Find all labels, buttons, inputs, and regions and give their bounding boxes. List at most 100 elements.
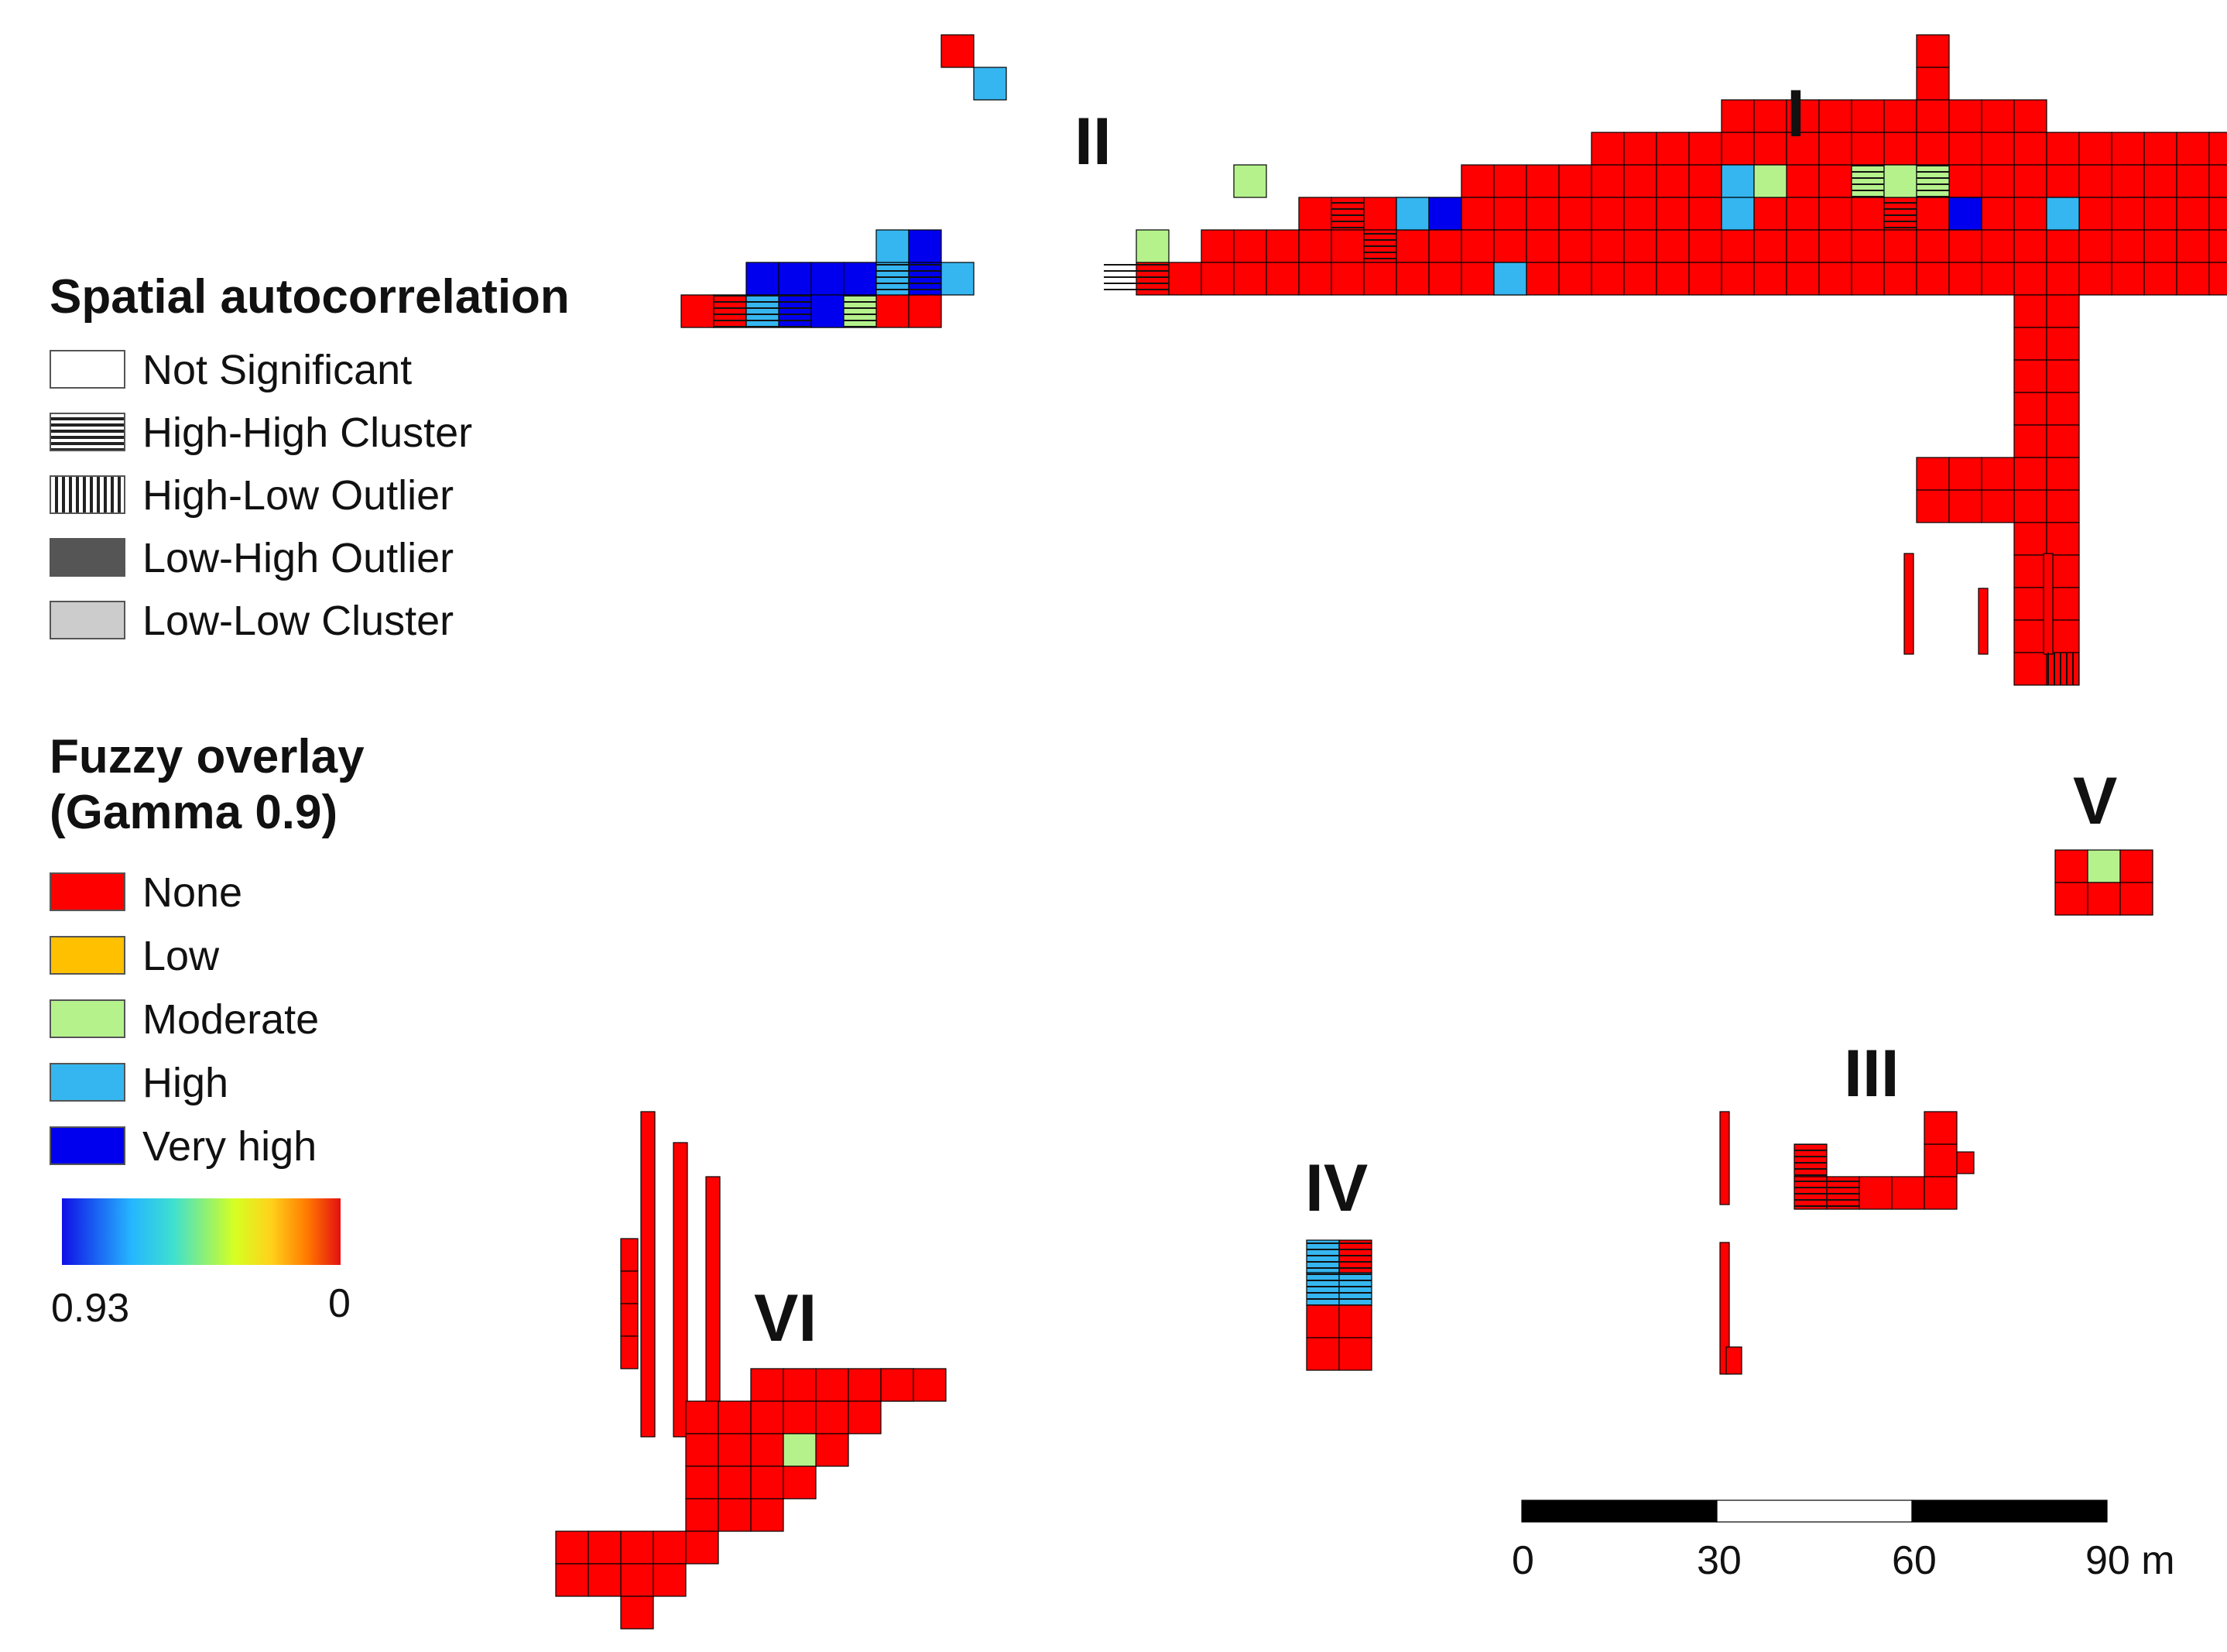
grid-cell [620, 1335, 639, 1369]
grid-cell [1363, 197, 1397, 231]
grid-cell [2078, 197, 2112, 231]
grid-cell [2176, 132, 2210, 166]
grid-cell [1981, 489, 2015, 523]
ramp-max-label: 0 [328, 1281, 351, 1326]
grid-cell [718, 1400, 752, 1434]
grid-cell [1688, 229, 1722, 263]
grid-cell [1753, 229, 1787, 263]
grid-cell [2176, 229, 2210, 263]
high-high-hatch [844, 295, 876, 327]
grid-cell [2087, 882, 2121, 916]
grid-cell [2046, 522, 2080, 556]
grid-cell [1201, 262, 1235, 296]
grid-cell [1786, 164, 1820, 198]
grid-cell [2013, 619, 2047, 653]
scale-label-90: 90 m [2085, 1538, 2175, 1583]
grid-cell [1981, 197, 2015, 231]
grid-cell [1883, 229, 1917, 263]
low-low-swatch [50, 601, 125, 639]
grid-cell [685, 1498, 719, 1532]
grid-cell [1298, 197, 1332, 231]
color-ramp [62, 1198, 341, 1265]
grid-cell [2111, 164, 2145, 198]
grid-cell [1924, 1111, 1958, 1145]
grid-cell [1591, 164, 1625, 198]
grid-cell [1851, 262, 1885, 296]
grid-cell [1948, 99, 1982, 133]
grid-cell [555, 1563, 589, 1597]
high-high-hatch [876, 262, 909, 295]
grid-cell [2143, 262, 2177, 296]
high-high-hatch [1307, 1240, 1372, 1305]
grid-cell [750, 1465, 784, 1499]
grid-cell [1331, 262, 1365, 296]
grid-cell [1623, 262, 1657, 296]
grid-cell [2013, 132, 2047, 166]
grid-cell [588, 1563, 622, 1597]
grid-cell [783, 1465, 817, 1499]
grid-cell-colored [2046, 197, 2080, 231]
grid-cell-colored [940, 34, 975, 68]
grid-cells [555, 34, 2227, 1630]
grid-cell [815, 1368, 849, 1402]
grid-cell [1916, 262, 1950, 296]
zone-label-VI: VI [754, 1281, 817, 1356]
grid-cell [1786, 197, 1820, 231]
grid-cell [1721, 132, 1755, 166]
grid-cell [1591, 197, 1625, 231]
grid-cell-colored [1721, 197, 1755, 231]
grid-cell [653, 1563, 687, 1597]
grid-cell [1656, 229, 1690, 263]
grid-cell [1786, 132, 1820, 166]
grid-cell [2111, 197, 2145, 231]
legend-label: High [142, 1060, 229, 1106]
grid-cell [1233, 262, 1267, 296]
grid-cell [2013, 262, 2047, 296]
grid-cell [2046, 262, 2080, 296]
grid-cell [1981, 99, 2015, 133]
grid-cell [1526, 262, 1560, 296]
grid-cell [1924, 1176, 1958, 1210]
grid-cell [2046, 327, 2080, 361]
grid-cell [1688, 164, 1722, 198]
grid-cell [2013, 229, 2047, 263]
grid-cell [1978, 588, 1989, 655]
grid-cell [2013, 164, 2047, 198]
grid-cell [1493, 197, 1527, 231]
not-significant-swatch [50, 350, 125, 389]
legend-fuzzy-title: Fuzzy overlay (Gamma 0.9) [50, 730, 365, 839]
grid-cell [2111, 132, 2145, 166]
grid-cell [1981, 229, 2015, 263]
grid-cell [1688, 262, 1722, 296]
grid-cell [620, 1270, 639, 1304]
grid-cell [2013, 522, 2047, 556]
grid-cell [685, 1433, 719, 1467]
grid-cell [685, 1530, 719, 1565]
grid-cell [1818, 99, 1852, 133]
legend-label: High-Low Outlier [142, 472, 454, 519]
grid-cell [2054, 882, 2088, 916]
grid-cell [2046, 457, 2080, 491]
grid-cell [1956, 1151, 1975, 1174]
grid-cell [1916, 99, 1950, 133]
grid-cell-colored [875, 229, 910, 263]
grid-cell [1201, 229, 1235, 263]
grid-cell-colored [1721, 164, 1755, 198]
grid-cell [2078, 132, 2112, 166]
grid-cell [2143, 132, 2177, 166]
grid-cell [1818, 262, 1852, 296]
grid-cell-colored [1396, 197, 1430, 231]
grid-cell [2013, 359, 2047, 393]
legend-spatial-title: Spatial autocorrelation [50, 270, 570, 324]
grid-cell-colored [778, 262, 812, 296]
grid-cell [1818, 164, 1852, 198]
grid-cell [1753, 99, 1787, 133]
high-high-hatch [779, 295, 811, 327]
grid-cell [1233, 229, 1267, 263]
grid-cell [1719, 1111, 1730, 1205]
grid-cell [718, 1465, 752, 1499]
scale-bar-graphic [1521, 1499, 2108, 1523]
grid-cell [1916, 489, 1950, 523]
zone-label-II: II [1074, 105, 1112, 179]
